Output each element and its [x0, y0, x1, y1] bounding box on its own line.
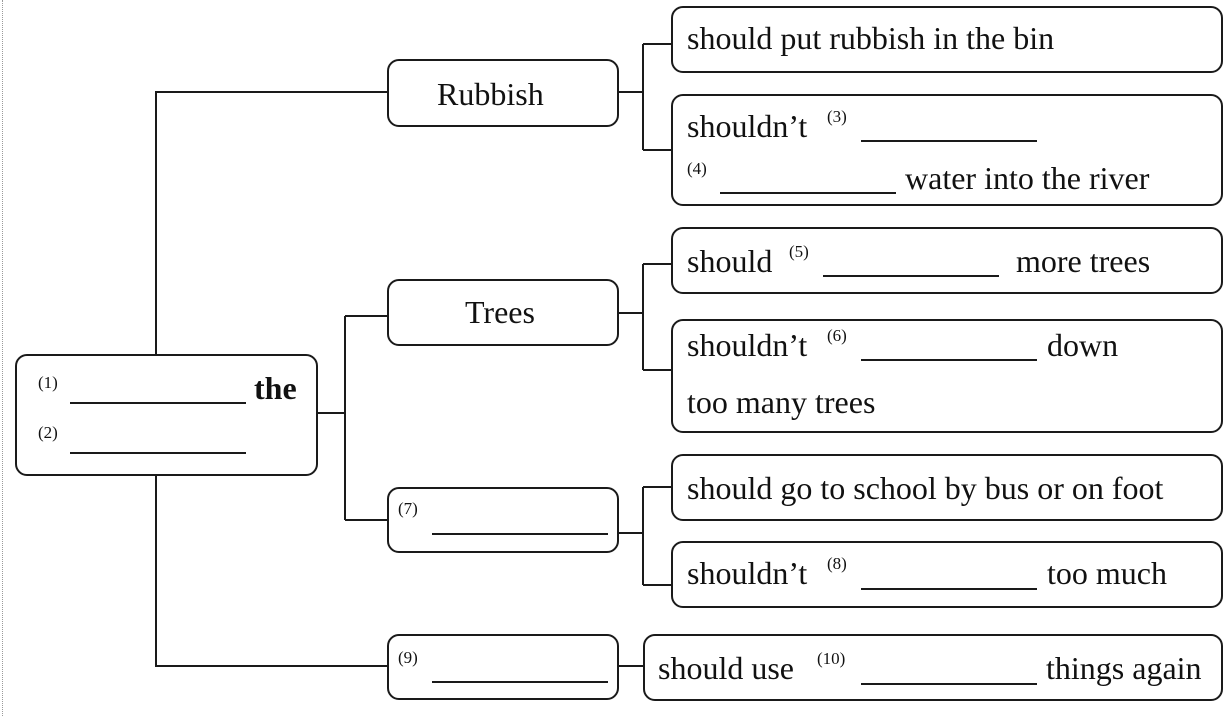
blank-number-7: (7): [398, 499, 418, 518]
connector-root-to-branch9: [155, 476, 387, 667]
connector-root-to-rubbish: [155, 91, 387, 354]
answer-blank-9[interactable]: [432, 681, 608, 683]
branch9-again-text: things again: [1046, 650, 1202, 686]
trees-down-text: down: [1047, 327, 1119, 363]
blank-number-1: (1): [38, 373, 58, 392]
root-node: [15, 354, 318, 476]
branch9-should-text: should use: [658, 650, 794, 686]
rubbish-should-text: should put rubbish in the bin: [687, 20, 1055, 56]
answer-blank-2[interactable]: [70, 452, 246, 454]
answer-blank-1[interactable]: [70, 402, 246, 404]
answer-blank-3[interactable]: [861, 140, 1037, 142]
trees-shouldnt-node: [671, 319, 1223, 433]
rubbish-should-node: [671, 6, 1223, 73]
answer-blank-7[interactable]: [432, 533, 608, 535]
trees-too-many-text: too many trees: [687, 384, 876, 420]
answer-blank-4[interactable]: [720, 192, 896, 194]
blank-number-9: (9): [398, 648, 418, 667]
branch9-node: [387, 634, 619, 700]
branch7-shouldnt-node: [671, 541, 1223, 608]
blank-number-10: (10): [817, 649, 846, 668]
blank-number-3: (3): [827, 107, 847, 126]
branch7-should-text: should go to school by bus or on foot: [687, 470, 1164, 506]
branch7-shouldnt-text: shouldn’t: [687, 555, 808, 591]
rubbish-shouldnt-text: shouldn’t: [687, 108, 808, 144]
branch7-too-much-text: too much: [1047, 555, 1167, 591]
answer-blank-10[interactable]: [861, 683, 1037, 685]
blank-number-8: (8): [827, 554, 847, 573]
rubbish-water-text: water into the river: [905, 160, 1150, 196]
trees-should-text: should: [687, 243, 773, 279]
branch7-node: [387, 487, 619, 553]
blank-number-4: (4): [687, 159, 707, 178]
rubbish-shouldnt-node: [671, 94, 1223, 206]
trees-should-node: [671, 227, 1223, 294]
trees-shouldnt-text: shouldn’t: [687, 327, 808, 363]
trees-label: Trees: [465, 294, 535, 330]
rubbish-label: Rubbish: [437, 76, 544, 112]
answer-blank-6[interactable]: [861, 359, 1037, 361]
blank-number-2: (2): [38, 423, 58, 442]
trees-node: [387, 279, 619, 346]
answer-blank-8[interactable]: [861, 588, 1037, 590]
page-margin-dotted-line: [2, 0, 3, 716]
blank-number-6: (6): [827, 326, 847, 345]
trees-more-text: more trees: [1016, 243, 1151, 279]
root-word-the: the: [254, 370, 297, 406]
rubbish-node: [387, 59, 619, 127]
branch9-should-node: [643, 634, 1223, 701]
branch7-should-node: [671, 454, 1223, 521]
answer-blank-5[interactable]: [823, 275, 999, 277]
blank-number-5: (5): [789, 242, 809, 261]
